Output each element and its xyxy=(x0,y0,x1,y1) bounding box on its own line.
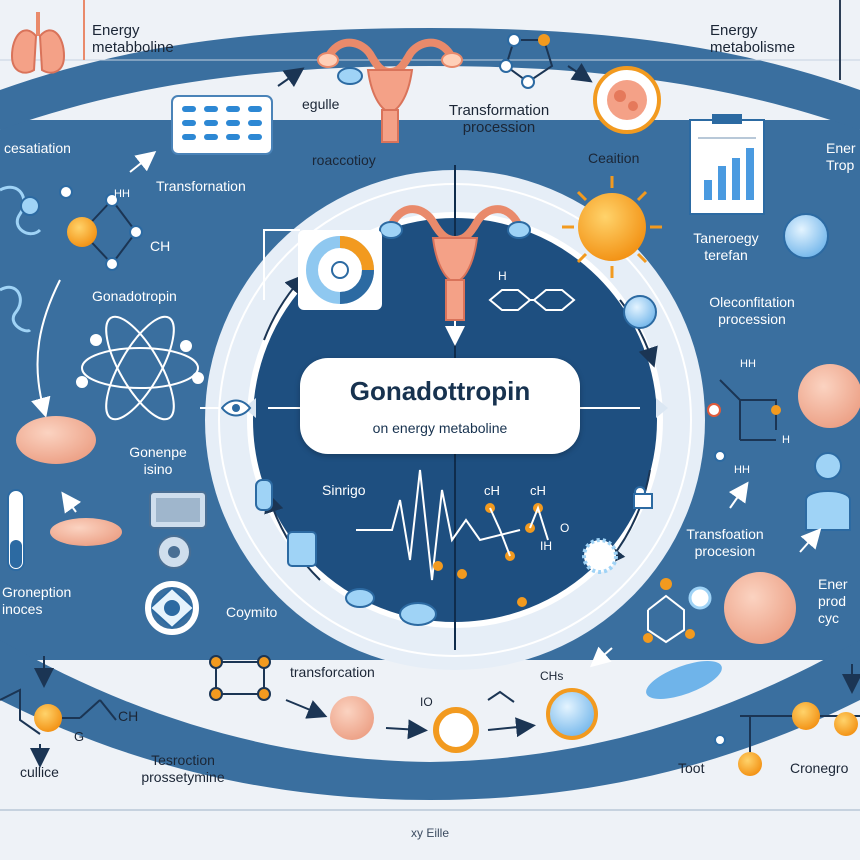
label-energy-prod-cycle: Ener prod cyc xyxy=(818,576,848,626)
curved-arrow xyxy=(31,279,61,418)
label-h-right: H xyxy=(782,434,790,446)
cell-icon xyxy=(783,213,829,259)
uterus-icon-center xyxy=(379,205,531,321)
cell-icon xyxy=(798,364,860,428)
label-cesatiation: cesatiation xyxy=(4,140,71,156)
arrow xyxy=(567,63,593,83)
marker-box xyxy=(633,493,653,509)
atom-icon xyxy=(76,315,204,421)
bond-line xyxy=(487,690,515,703)
arrow xyxy=(487,717,536,738)
label-gonadotropin-left: Gonadotropin xyxy=(92,288,177,304)
cell-icon xyxy=(546,688,598,740)
label-ch-center-1: cH xyxy=(484,483,500,498)
cell-icon xyxy=(330,696,374,740)
node-dot xyxy=(688,586,712,610)
ring-arrow xyxy=(263,273,306,341)
label-ch-left: CH xyxy=(150,238,171,254)
label-transforcation: transforcation xyxy=(290,664,375,680)
label-transfornation: Transfornation xyxy=(156,178,246,194)
label-energy-metabolisme: Energy metabolisme xyxy=(710,22,796,56)
test-tube-icon xyxy=(7,489,25,571)
right-pointer xyxy=(656,398,668,418)
label-enerpy-trop: Ener Trop xyxy=(826,140,856,173)
molecule-icon xyxy=(67,193,143,271)
molecule-icon xyxy=(145,581,199,635)
cell-icon xyxy=(433,707,479,753)
lungs-icon xyxy=(10,12,66,74)
cell-icon xyxy=(724,572,796,644)
node-dot xyxy=(517,597,527,607)
molecule-icon xyxy=(488,289,576,311)
arrow xyxy=(277,67,305,88)
cell-icon xyxy=(16,416,96,464)
data-table-icon xyxy=(171,95,273,155)
label-ceaition: Ceaition xyxy=(588,150,640,166)
eye-icon xyxy=(220,399,252,417)
label-ih-center: IH xyxy=(540,539,552,553)
arrow xyxy=(129,151,157,173)
label-transfoation-procesion: Transfoation procesion xyxy=(686,526,764,559)
label-o-center: O xyxy=(560,521,570,535)
center-title: Gonadottropin xyxy=(349,376,531,406)
label-groneption-inoces: Groneption inoces xyxy=(2,584,72,617)
vine-icon xyxy=(0,185,73,333)
capsule-icon xyxy=(255,479,273,511)
label-gonenpe-isino: Gonenpe isino xyxy=(129,444,187,477)
capsule-icon xyxy=(646,661,722,699)
label-io: IO xyxy=(420,695,433,709)
label-hh-right-2: HH xyxy=(734,464,750,476)
arrow xyxy=(285,699,328,719)
label-g-bottom-left: G xyxy=(74,729,85,744)
molecule-icon xyxy=(0,688,117,735)
capsule-icon xyxy=(399,602,437,626)
molecule-icon xyxy=(707,379,781,462)
label-transformation-procession: Transformation procession xyxy=(448,102,550,136)
label-cronegro: Cronegro xyxy=(790,760,849,776)
molecule-icon xyxy=(209,655,271,701)
capsule-icon xyxy=(345,588,375,608)
molecule-icon xyxy=(714,702,860,776)
arrow xyxy=(728,481,749,509)
label-oleconfitation-procession: Oleconfitation procession xyxy=(709,294,795,327)
donut-chart-icon xyxy=(298,230,382,310)
label-h-center: H xyxy=(498,269,507,283)
label-sinrigo: Sinrigo xyxy=(322,482,366,498)
device-icon xyxy=(287,531,317,567)
label-hh-left: HH xyxy=(114,188,130,200)
arrow xyxy=(385,719,428,740)
molecule-icon xyxy=(643,578,695,644)
footer-text: xy Eille xyxy=(410,826,449,840)
arrow xyxy=(799,528,822,553)
cell-icon xyxy=(623,295,657,329)
molecule-icon xyxy=(499,33,554,89)
connector-line xyxy=(263,229,300,300)
label-toot: Toot xyxy=(678,760,705,776)
arrow xyxy=(589,646,613,668)
label-egulle: egulle xyxy=(302,96,340,112)
label-taneroegy-terefan: Taneroegy terefan xyxy=(693,230,759,263)
label-cullice: cullice xyxy=(20,764,59,780)
label-tesroction-prossetymine: Tesroction prossetymine xyxy=(141,752,225,785)
center-subtitle: on energy metaboline xyxy=(372,420,508,436)
label-ch-center-2: cH xyxy=(530,483,546,498)
clipboard-chart-icon xyxy=(689,114,765,215)
cell-icon xyxy=(50,518,122,546)
gear-icon xyxy=(157,535,191,569)
cell-icon xyxy=(593,66,661,134)
center-card: Gonadottropin on energy metaboline xyxy=(300,358,580,454)
label-ch-bottom-left: CH xyxy=(118,708,139,724)
virus-icon xyxy=(582,538,618,574)
label-roaccotioy: roaccotioy xyxy=(312,152,376,168)
arrow xyxy=(61,491,82,514)
waveform-icon xyxy=(356,469,549,581)
person-icon xyxy=(805,452,851,531)
label-coymito: Coymito xyxy=(226,604,278,620)
sun-orb-icon xyxy=(562,176,662,278)
monitor-icon xyxy=(149,491,207,529)
label-hh-right: HH xyxy=(740,358,756,370)
label-energy-metabboline: Energy metabboline xyxy=(92,22,174,56)
uterus-icon xyxy=(317,38,463,143)
label-chs: CHs xyxy=(540,669,564,683)
